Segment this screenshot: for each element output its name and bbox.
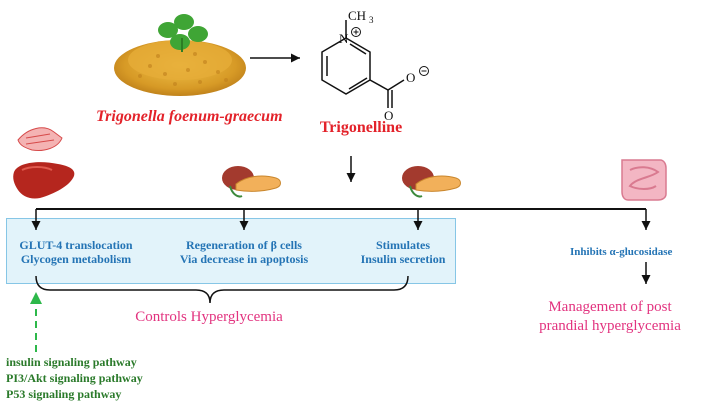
methyl-subscript: 3 [369, 15, 374, 25]
mechanism-regeneration: Regeneration of β cells Via decrease in … [164, 238, 324, 266]
management-postprandial: Management of post prandial hyperglycemi… [520, 298, 700, 336]
mechanism-insulin-secretion: Stimulates Insulin secretion [348, 238, 458, 266]
pathway-label: PI3/Akt signaling pathway [6, 371, 143, 385]
pathway-label: insulin signaling pathway [6, 355, 137, 369]
species-name: Trigonella foenum-graecum [96, 108, 283, 125]
muscle-icon [17, 127, 63, 151]
fenugreek-seeds-icon [114, 14, 246, 96]
controls-hyperglycemia: Controls Hyperglycemia [135, 309, 283, 325]
nitrogen-label: N [339, 31, 349, 46]
grouping-brace [35, 275, 409, 304]
mechanism-insulin-secretion-line1: Stimulates [376, 238, 430, 252]
management-line1: Management of post [548, 299, 672, 315]
liver-icon [13, 162, 75, 199]
mechanism-regeneration-line1: Regeneration of β cells [186, 238, 302, 252]
pancreas-icon [222, 166, 281, 198]
methyl-label: CH [348, 8, 366, 23]
mechanism-box [6, 218, 456, 284]
intestine-icon [621, 159, 667, 201]
compound-name: Trigonelline [319, 119, 403, 136]
mechanism-glucosidase: Inhibits α-glucosidase [570, 246, 673, 258]
mechanism-glut4-line2: Glycogen metabolism [20, 252, 132, 266]
mechanism-glut4: GLUT-4 translocation Glycogen metabolism [6, 238, 146, 266]
carbonyl-oxygen-label: O [384, 108, 393, 123]
management-line2: prandial hyperglycemia [539, 318, 681, 334]
anion-oxygen-label: O [406, 70, 415, 85]
mechanism-insulin-secretion-line2: Insulin secretion [360, 252, 446, 266]
trigonelline-structure [321, 20, 405, 108]
pathway-label: P53 signaling pathway [6, 387, 122, 401]
mechanism-glut4-line1: GLUT-4 translocation [19, 238, 133, 252]
mechanism-regeneration-line2: Via decrease in apoptosis [179, 252, 309, 266]
pancreas-icon [402, 166, 461, 198]
